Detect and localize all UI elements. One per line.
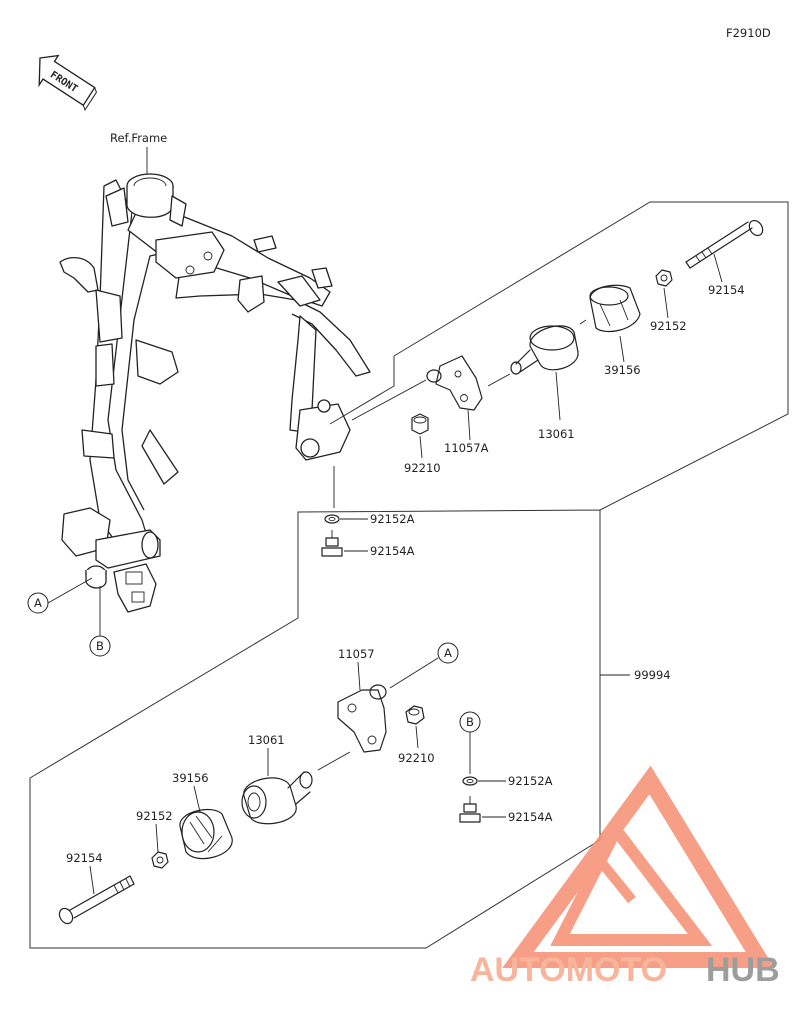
upper-bracket [426,355,483,411]
lower-cap [179,809,233,860]
upper-washer-label: 92152A [370,512,415,526]
lower-bolt-short [459,796,481,823]
upper-slider [510,325,579,375]
upper-bracket-label: 11057A [444,441,489,455]
upper-bolt-long-label: 92154 [708,283,745,297]
callout-a-lower-text: A [444,646,452,660]
upper-bolt-long [685,219,764,269]
lower-bracket [337,684,387,753]
lower-cap-label: 39156 [172,771,209,785]
upper-bolt-short-label: 92154A [370,544,415,558]
assembly-number: 99994 [634,668,671,682]
callout-a-frame: A [27,577,93,614]
lower-bolt-short-label: 92154A [508,810,553,824]
callout-b-frame: B [89,586,111,657]
upper-nut [655,269,673,287]
upper-slider-label: 13061 [538,427,575,441]
upper-bolt-short [321,530,343,557]
lower-nut [151,851,169,869]
lower-bolt-long-label: 92154 [66,851,103,865]
upper-nut-label: 92152 [650,319,687,333]
upper-nut-small-label: 92210 [404,461,441,475]
lower-bolt-long [58,875,135,925]
front-arrow-icon: FRONT [38,54,97,111]
upper-nut-small [411,413,429,435]
ref-frame-label: Ref.Frame [110,131,167,145]
watermark-logo: AUTOMOTO HUB [470,765,780,989]
callout-b-lower: B [459,711,481,774]
lower-nut-small-label: 92210 [398,751,435,765]
figure-code: F2910D [726,26,771,40]
lower-nut-label: 92152 [136,809,173,823]
lower-slider [241,771,313,825]
watermark-brand-part1: AUTOMOTO [470,951,667,989]
lower-washer-label: 92152A [508,774,553,788]
upper-cap [589,284,641,333]
lower-bracket-label: 11057 [338,647,375,661]
lower-washer [462,776,478,786]
upper-washer [324,514,340,524]
motorcycle-frame [59,173,371,613]
callout-a-text: A [34,596,42,610]
lower-nut-small [405,705,425,725]
upper-cap-label: 39156 [604,363,641,377]
callout-a-lower: A [389,642,459,689]
upper-assembly-box [29,201,789,949]
lower-slider-label: 13061 [248,733,285,747]
watermark-brand-part2: HUB [706,951,780,989]
callout-b-lower-text: B [466,715,474,729]
callout-b-text: B [96,639,104,653]
